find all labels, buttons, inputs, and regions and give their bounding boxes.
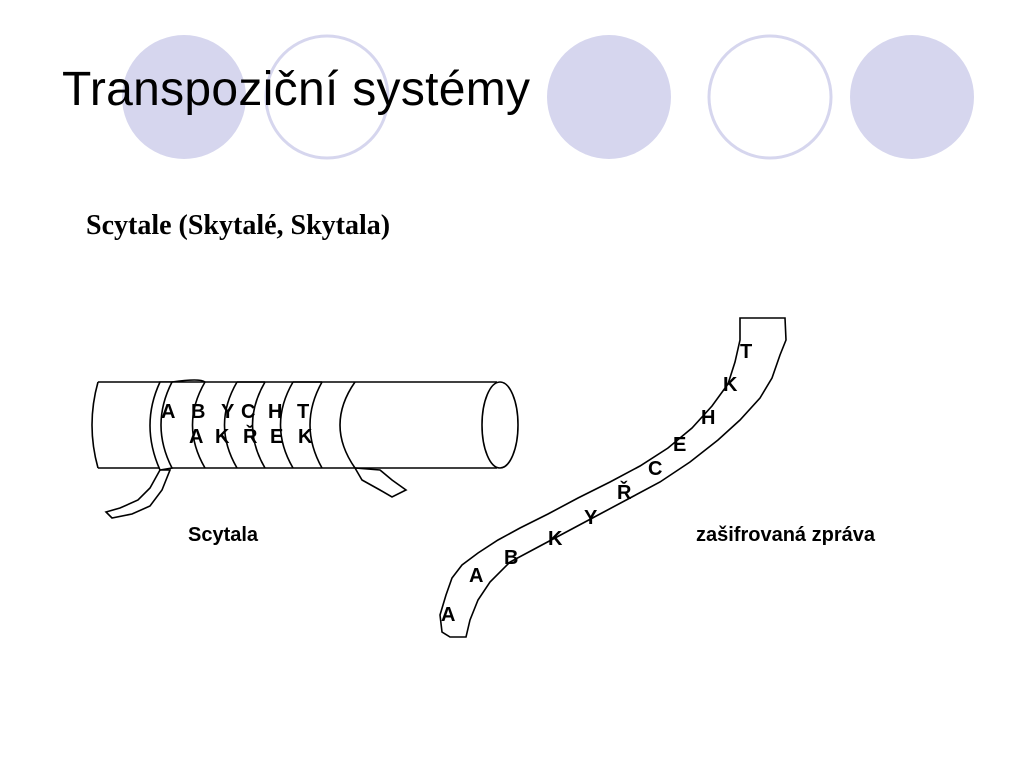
strip-letter: A bbox=[441, 604, 455, 626]
outline-circle-2 bbox=[707, 34, 833, 160]
strip-wrap-6 bbox=[309, 381, 323, 469]
strip-tail-left bbox=[104, 469, 172, 519]
scytala-row-1: A B Y C H T bbox=[161, 401, 309, 423]
scytala-caption: Scytala bbox=[188, 524, 259, 546]
outline-circle-1 bbox=[264, 34, 390, 160]
strip-letter: Ř bbox=[617, 480, 632, 504]
scytala-letter: E bbox=[270, 426, 283, 448]
strip-wrap-1 bbox=[149, 381, 174, 471]
strip-wrap-top bbox=[171, 379, 322, 383]
scytala-letter: A bbox=[161, 401, 175, 423]
strip-caption: zašifrovaná zpráva bbox=[696, 524, 876, 546]
scytala-row-2: A K Ř E K bbox=[189, 424, 313, 448]
strip-letter: K bbox=[548, 528, 563, 550]
strip-wrap-2 bbox=[191, 381, 206, 469]
scytala-letter: C bbox=[241, 401, 255, 423]
strip-letter: T bbox=[740, 341, 752, 363]
scytala-letter: A bbox=[189, 426, 203, 448]
scytala-illustration bbox=[91, 379, 519, 519]
strip-letter: E bbox=[673, 434, 686, 456]
strip-letter: Y bbox=[584, 507, 598, 529]
slide-subtitle: Scytale (Skytalé, Skytala) bbox=[86, 210, 391, 241]
slide-title: Transpoziční systémy bbox=[62, 63, 531, 116]
filled-circle-3 bbox=[850, 35, 974, 159]
strip-letter: A bbox=[469, 565, 483, 587]
strip-letters: A A B K Y Ř C E H K T bbox=[441, 341, 752, 626]
scytala-letter: T bbox=[297, 401, 309, 423]
unwound-strip bbox=[439, 317, 787, 638]
decorative-circles bbox=[122, 34, 974, 160]
strip-tail-right bbox=[353, 467, 408, 498]
filled-circle-1 bbox=[122, 35, 246, 159]
strip-letter: C bbox=[648, 458, 662, 480]
cylinder-end bbox=[481, 381, 519, 469]
strip-letter: H bbox=[701, 407, 715, 429]
scytala-letter: H bbox=[268, 401, 282, 423]
scytala-letter: Y bbox=[221, 401, 235, 423]
scytala-letter: B bbox=[191, 401, 205, 423]
scytala-letter: K bbox=[215, 426, 230, 448]
scytala-letter: Ř bbox=[243, 424, 258, 448]
strip-wrap-3 bbox=[223, 381, 238, 469]
strip-wrap-4 bbox=[251, 381, 266, 469]
strip-wrap-5 bbox=[279, 381, 294, 469]
strip-letter: K bbox=[723, 374, 738, 396]
strip-wrap-7 bbox=[339, 381, 356, 469]
filled-circle-2 bbox=[547, 35, 671, 159]
scytala-letter: K bbox=[298, 426, 313, 448]
strip-letter: B bbox=[504, 547, 518, 569]
